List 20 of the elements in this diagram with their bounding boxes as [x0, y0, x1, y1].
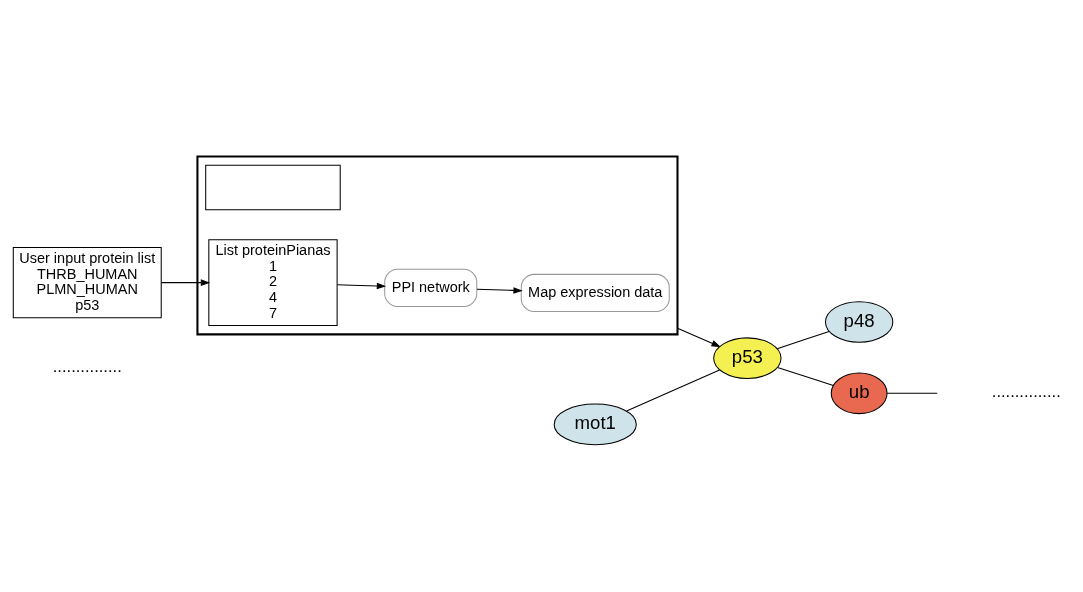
node-ellipse: p53	[713, 336, 782, 379]
node-ellipse: p48	[824, 300, 894, 343]
connector	[626, 368, 721, 411]
node-ellipse: ub	[830, 372, 888, 414]
label: ...............	[52, 356, 122, 376]
cluster	[196, 154, 679, 335]
connector	[777, 366, 834, 386]
label: ...............	[991, 381, 1061, 401]
arrow	[476, 286, 523, 294]
arrow	[336, 282, 387, 289]
node-box: PPI network	[384, 268, 478, 307]
connector	[886, 392, 938, 394]
node-ellipse: mot1	[553, 403, 637, 445]
node-box: User input protein list THRB_HUMAN PLMN_HUMAN p53	[12, 246, 162, 318]
connector	[776, 330, 830, 349]
arrow	[160, 278, 211, 286]
node-box	[205, 164, 341, 210]
node-box: Map expression data	[520, 273, 670, 312]
arrow	[676, 327, 721, 347]
node-box: List proteinPianas 1 2 4 7	[208, 238, 338, 326]
